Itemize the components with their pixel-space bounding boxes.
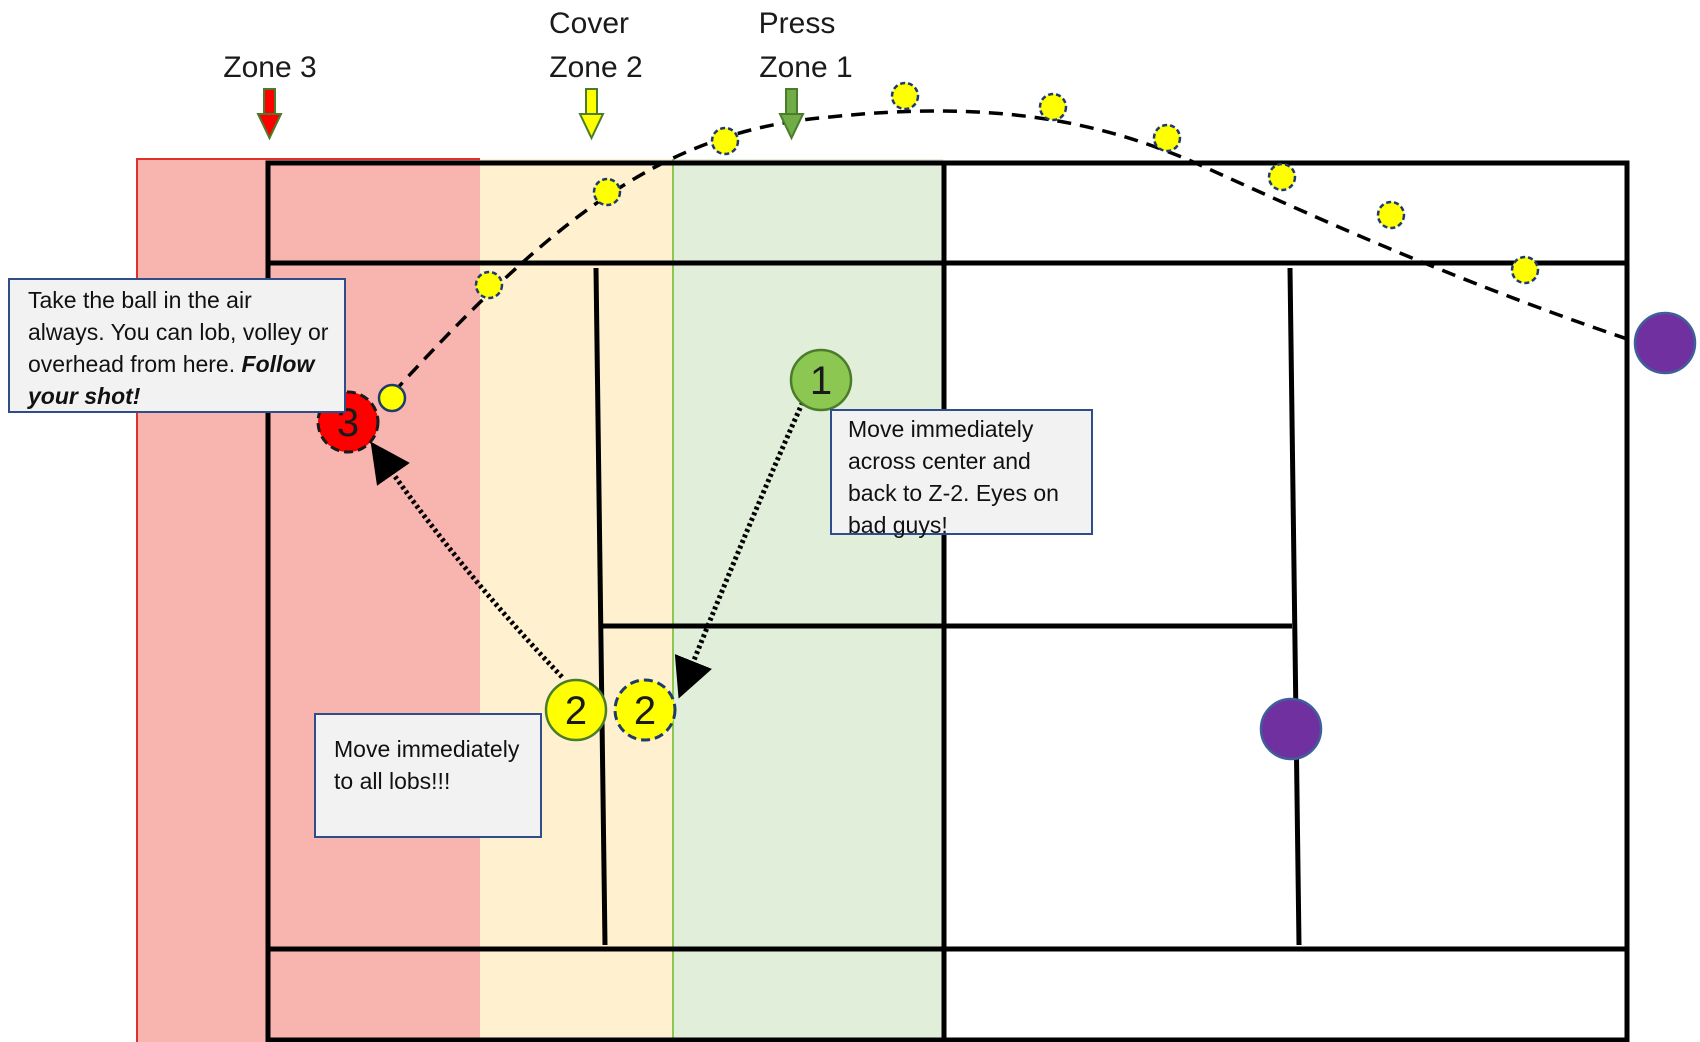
player-2-target-number: 2: [634, 689, 656, 733]
player-1-marker: [789, 348, 853, 412]
zone-3-note-emphasis: Follow your shot!: [28, 351, 315, 409]
court-outline: [265, 160, 1630, 1042]
ball: [1510, 255, 1540, 285]
zone-3-arrow: [256, 88, 283, 141]
player-2-target: 2: [613, 678, 677, 742]
movement-arrow-1-to-2: [674, 395, 808, 699]
zone-2-note: Move immediately to all lobs!!!: [314, 713, 542, 838]
opponent-baseline: [1633, 311, 1697, 375]
ball: [592, 177, 622, 207]
zone-2-arrow: [578, 88, 605, 141]
zone-2-area: [480, 159, 673, 1042]
player-2-target-marker: [613, 678, 677, 742]
player-2-marker: [544, 678, 608, 742]
movement-arrow-2-to-3: [370, 441, 564, 679]
zone-1-note: Move immediately across center and back …: [830, 409, 1093, 538]
zone-1-arrow: [778, 88, 805, 141]
ball: [890, 81, 920, 111]
ball: [1038, 92, 1068, 122]
zone-2-label-line1: Cover: [549, 7, 629, 40]
tennis-balls: [474, 81, 1540, 300]
ball: [474, 270, 504, 300]
service-line-left: [593, 267, 608, 946]
player-1-number: 1: [810, 359, 832, 403]
player-1: 1: [789, 348, 853, 412]
ball: [1152, 123, 1182, 153]
zone-2-note-text: Move immediately to all lobs!!!: [334, 736, 520, 794]
zone-3-note-text: Take the ball in the air always. You can…: [28, 287, 329, 377]
zone-3-label: Zone 3: [223, 51, 316, 84]
zone-1-label-line2: Zone 1: [759, 51, 852, 84]
zone-1-label-line1: Press: [759, 7, 836, 40]
ball: [1376, 200, 1406, 230]
zone-3-note: Take the ball in the air always. You can…: [8, 278, 346, 413]
ball-trajectory: [391, 109, 1646, 395]
zone-2-label-line2: Zone 2: [549, 51, 642, 84]
ball: [710, 126, 740, 156]
player-2-number: 2: [565, 689, 587, 733]
opponent-net: [1259, 697, 1323, 761]
player-2: 2: [544, 678, 608, 742]
ball: [1267, 162, 1297, 192]
ball-at-player-3: [377, 383, 407, 413]
service-line-right: [1287, 267, 1302, 946]
zone-1-note-text: Move immediately across center and back …: [848, 416, 1059, 538]
zone-1-area: [673, 159, 943, 1042]
